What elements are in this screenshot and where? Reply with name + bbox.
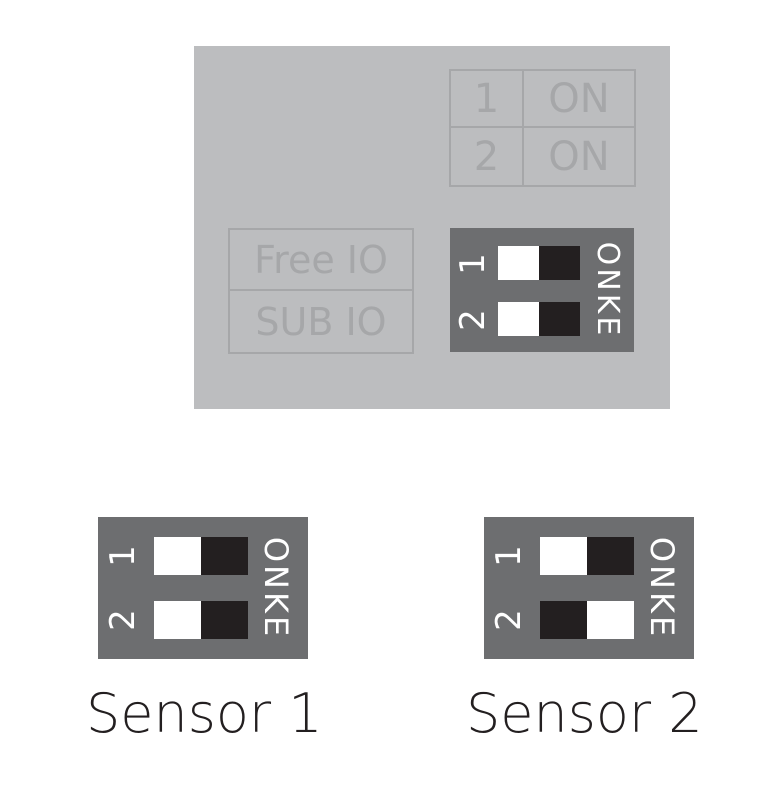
sensor-2-switch-1-track <box>587 537 634 575</box>
dip-onke-label: ONKE <box>590 241 625 339</box>
sensor-1-caption: Sensor 1 <box>86 682 323 745</box>
mode-free-io: Free IO <box>230 230 412 291</box>
sensor-2-switch-1-toggle[interactable] <box>540 537 634 575</box>
switch-2-number: 2 <box>453 309 493 331</box>
io-mode-table: Free IO SUB IO <box>228 228 414 354</box>
sensor-1-switch-1-track <box>201 537 248 575</box>
switch-1-track <box>539 246 580 280</box>
sensor-2-switch-1-number: 1 <box>489 545 529 567</box>
settings-panel: 1 ON 2 ON Free IO SUB IO 1 2 ONKE <box>194 46 670 409</box>
sensor-1-switch-2-track <box>201 601 248 639</box>
switch-2-track <box>539 302 580 336</box>
switch-2-knob <box>498 302 539 336</box>
sensor-2-switch-2-number: 2 <box>489 609 529 631</box>
sensor-1-onke-label: ONKE <box>257 536 295 640</box>
sensor-2-switch-1-knob <box>540 537 587 575</box>
switch-2-toggle[interactable] <box>498 302 580 336</box>
sensor-2-caption: Sensor 2 <box>466 682 703 745</box>
sensor-2-onke-label: ONKE <box>643 536 681 640</box>
switch-setting-table: 1 ON 2 ON <box>449 69 636 187</box>
sensor-2-switch-2-knob <box>587 601 634 639</box>
sensor-2-switch-2-toggle[interactable] <box>540 601 634 639</box>
switch-1-number: 1 <box>453 253 493 275</box>
mode-sub-io: SUB IO <box>255 299 387 344</box>
switch-1-knob <box>498 246 539 280</box>
sensor-1-switch-1-number: 1 <box>103 545 143 567</box>
sensor-2-dip-switch: 1 2 ONKE <box>484 517 694 659</box>
sensor-1-dip-switch: 1 2 ONKE <box>98 517 308 659</box>
switch-1-toggle[interactable] <box>498 246 580 280</box>
sensor-1-switch-2-number: 2 <box>103 609 143 631</box>
sensor-1-switch-2-toggle[interactable] <box>154 601 248 639</box>
panel-dip-switch: 1 2 ONKE <box>450 228 634 352</box>
table-row-1-state: ON <box>524 71 634 128</box>
table-row-1-number: 1 <box>451 71 524 128</box>
table-row-2-number: 2 <box>451 128 524 185</box>
sensor-1-switch-1-toggle[interactable] <box>154 537 248 575</box>
sensor-1-switch-2-knob <box>154 601 201 639</box>
sensor-1-switch-1-knob <box>154 537 201 575</box>
sensor-2-switch-2-track <box>540 601 587 639</box>
table-row-2-state: ON <box>548 133 610 180</box>
